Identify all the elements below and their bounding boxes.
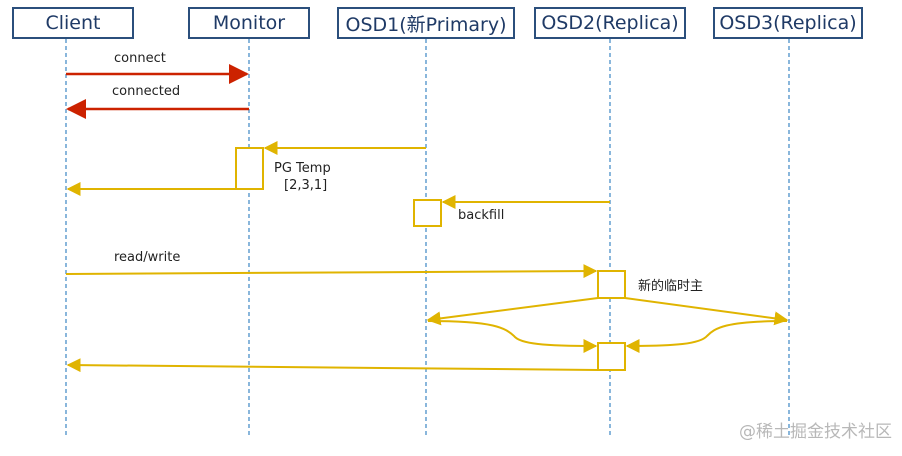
- arrow-read-write: [65, 264, 598, 279]
- actor-osd2-label: OSD2(Replica): [541, 12, 679, 34]
- actor-osd2: OSD2(Replica): [534, 7, 686, 39]
- arrow-replicate-osd3: [624, 297, 789, 326]
- arrow-reply-client: [66, 358, 599, 373]
- arrow-replicate-osd1: [426, 297, 599, 326]
- arrow-ack-osd3: [625, 320, 788, 353]
- actor-osd1-label: OSD1(新Primary): [345, 13, 507, 36]
- label-backfill: backfill: [458, 208, 505, 223]
- label-read-write: read/write: [114, 250, 181, 265]
- activation-osd2-write: [597, 270, 626, 299]
- actor-osd1: OSD1(新Primary): [337, 7, 515, 39]
- actor-monitor: Monitor: [188, 7, 310, 39]
- watermark: @稀土掘金技术社区: [739, 422, 892, 442]
- label-pg-temp-set: [2,3,1]: [284, 178, 328, 193]
- activation-osd2-commit: [597, 342, 626, 371]
- actor-osd3: OSD3(Replica): [713, 7, 863, 39]
- label-connect: connect: [114, 51, 166, 66]
- activation-osd1: [413, 199, 442, 227]
- activation-monitor: [235, 147, 264, 190]
- actor-client: Client: [12, 7, 134, 39]
- arrow-ack-osd1: [427, 320, 598, 353]
- actor-client-label: Client: [45, 12, 101, 34]
- actor-monitor-label: Monitor: [212, 12, 286, 34]
- label-connected: connected: [112, 84, 181, 99]
- actor-osd3-label: OSD3(Replica): [719, 12, 857, 34]
- label-temp-primary: 新的临时主: [638, 279, 704, 294]
- label-pg-temp: PG Temp: [274, 161, 331, 176]
